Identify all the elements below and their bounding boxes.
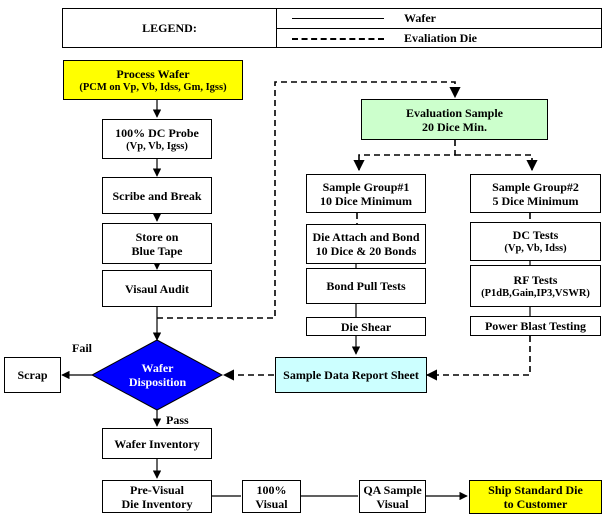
visual-100-line2: Visual: [255, 496, 288, 511]
visual-100-line1: 100%: [256, 482, 287, 497]
legend-wafer-label: Wafer: [404, 11, 436, 25]
power-blast-node: Power Blast Testing: [470, 316, 601, 336]
visual-audit-node: Visaul Audit: [102, 270, 212, 307]
store-line1: Store on: [135, 229, 179, 244]
legend: LEGEND: Wafer Evaliation Die: [62, 8, 602, 48]
report-sheet-title: Sample Data Report Sheet: [283, 368, 419, 382]
eval-sample-line2: 20 Dice Min.: [422, 119, 487, 134]
scrap-title: Scrap: [17, 368, 48, 382]
process-wafer-node: Process Wafer (PCM on Vp, Vb, Idss, Gm, …: [63, 60, 243, 100]
edge-blast-to-report: [425, 336, 531, 381]
dc-probe-sub: (Vp, Vb, Igss): [126, 140, 188, 152]
qa-sample-node: QA Sample Visual: [359, 480, 426, 513]
bond-pull-title: Bond Pull Tests: [326, 279, 406, 293]
edge-eval-to-group2: [455, 154, 538, 172]
power-blast-title: Power Blast Testing: [484, 319, 587, 333]
process-wafer-title: Process Wafer: [116, 66, 190, 81]
eval-sample-node: Evaluation Sample 20 Dice Min.: [361, 99, 548, 140]
dc-tests-title: DC Tests: [512, 228, 559, 242]
qa-sample-line1: QA Sample: [363, 482, 422, 497]
dc-tests-sub: (Vp, Vb, Idss): [504, 243, 567, 254]
legend-row-eval: Evaliation Die: [276, 29, 601, 48]
eval-sample-line1: Evaluation Sample: [405, 105, 504, 120]
scribe-title: Scribe and Break: [112, 188, 202, 203]
wafer-disposition-label: Wafer Disposition: [96, 357, 219, 393]
wafer-disposition-diamond: [90, 339, 224, 411]
bond-pull-node: Bond Pull Tests: [306, 268, 426, 304]
report-sheet-node: Sample Data Report Sheet: [275, 357, 427, 393]
disposition-line1: Wafer: [141, 361, 174, 375]
ship-node: Ship Standard Die to Customer: [469, 480, 602, 514]
edge-audit-to-eval: [157, 81, 461, 319]
group1-line2: 10 Dice Minimum: [320, 193, 412, 208]
rf-tests-title: RF Tests: [513, 272, 558, 287]
store-node: Store on Blue Tape: [102, 223, 212, 264]
die-attach-node: Die Attach and Bond 10 Dice & 20 Bonds: [306, 224, 426, 264]
dashed-line-swatch: [292, 38, 384, 40]
die-shear-title: Die Shear: [340, 319, 392, 334]
solid-line-swatch: [292, 18, 384, 19]
scrap-node: Scrap: [4, 357, 61, 393]
pass-label: Pass: [166, 413, 189, 427]
die-attach-line2: 10 Dice & 20 Bonds: [315, 244, 417, 258]
group1-node: Sample Group#1 10 Dice Minimum: [306, 174, 426, 213]
legend-row-wafer: Wafer: [276, 9, 601, 29]
qa-sample-line2: Visual: [376, 496, 409, 511]
ship-line2: to Customer: [503, 497, 568, 511]
ship-line1: Ship Standard Die: [488, 483, 583, 497]
disposition-line2: Disposition: [128, 375, 187, 389]
dc-probe-title: 100% DC Probe: [115, 125, 199, 140]
group2-line1: Sample Group#2: [492, 179, 579, 194]
fail-label: Fail: [72, 341, 92, 355]
dc-probe-node: 100% DC Probe (Vp, Vb, Igss): [102, 119, 212, 159]
scribe-node: Scribe and Break: [102, 177, 212, 214]
visual-100-node: 100% Visual: [242, 480, 301, 513]
dc-tests-node: DC Tests (Vp, Vb, Idss): [470, 222, 601, 261]
pre-visual-line1: Pre-Visual: [130, 482, 184, 497]
rf-tests-sub: (P1dB,Gain,IP3,VSWR): [481, 287, 590, 299]
die-attach-line1: Die Attach and Bond: [312, 230, 420, 244]
edge-eval-to-group1: [353, 140, 456, 172]
group2-line2: 5 Dice Minimum: [492, 193, 579, 208]
rf-tests-node: RF Tests (P1dB,Gain,IP3,VSWR): [470, 265, 601, 307]
wafer-inventory-title: Wafer Inventory: [114, 436, 200, 451]
pre-visual-node: Pre-Visual Die Inventory: [102, 480, 212, 513]
visual-audit-title: Visaul Audit: [125, 281, 189, 296]
wafer-inventory-node: Wafer Inventory: [102, 428, 212, 459]
legend-eval-label: Evaliation Die: [404, 31, 478, 45]
group2-node: Sample Group#2 5 Dice Minimum: [470, 174, 601, 213]
pre-visual-line2: Die Inventory: [121, 496, 193, 511]
store-line2: Blue Tape: [131, 243, 183, 258]
group1-line1: Sample Group#1: [322, 179, 410, 194]
process-wafer-sub: (PCM on Vp, Vb, Idss, Gm, Igss): [79, 81, 227, 93]
legend-title: LEGEND:: [142, 20, 197, 35]
die-shear-node: Die Shear: [306, 317, 426, 336]
